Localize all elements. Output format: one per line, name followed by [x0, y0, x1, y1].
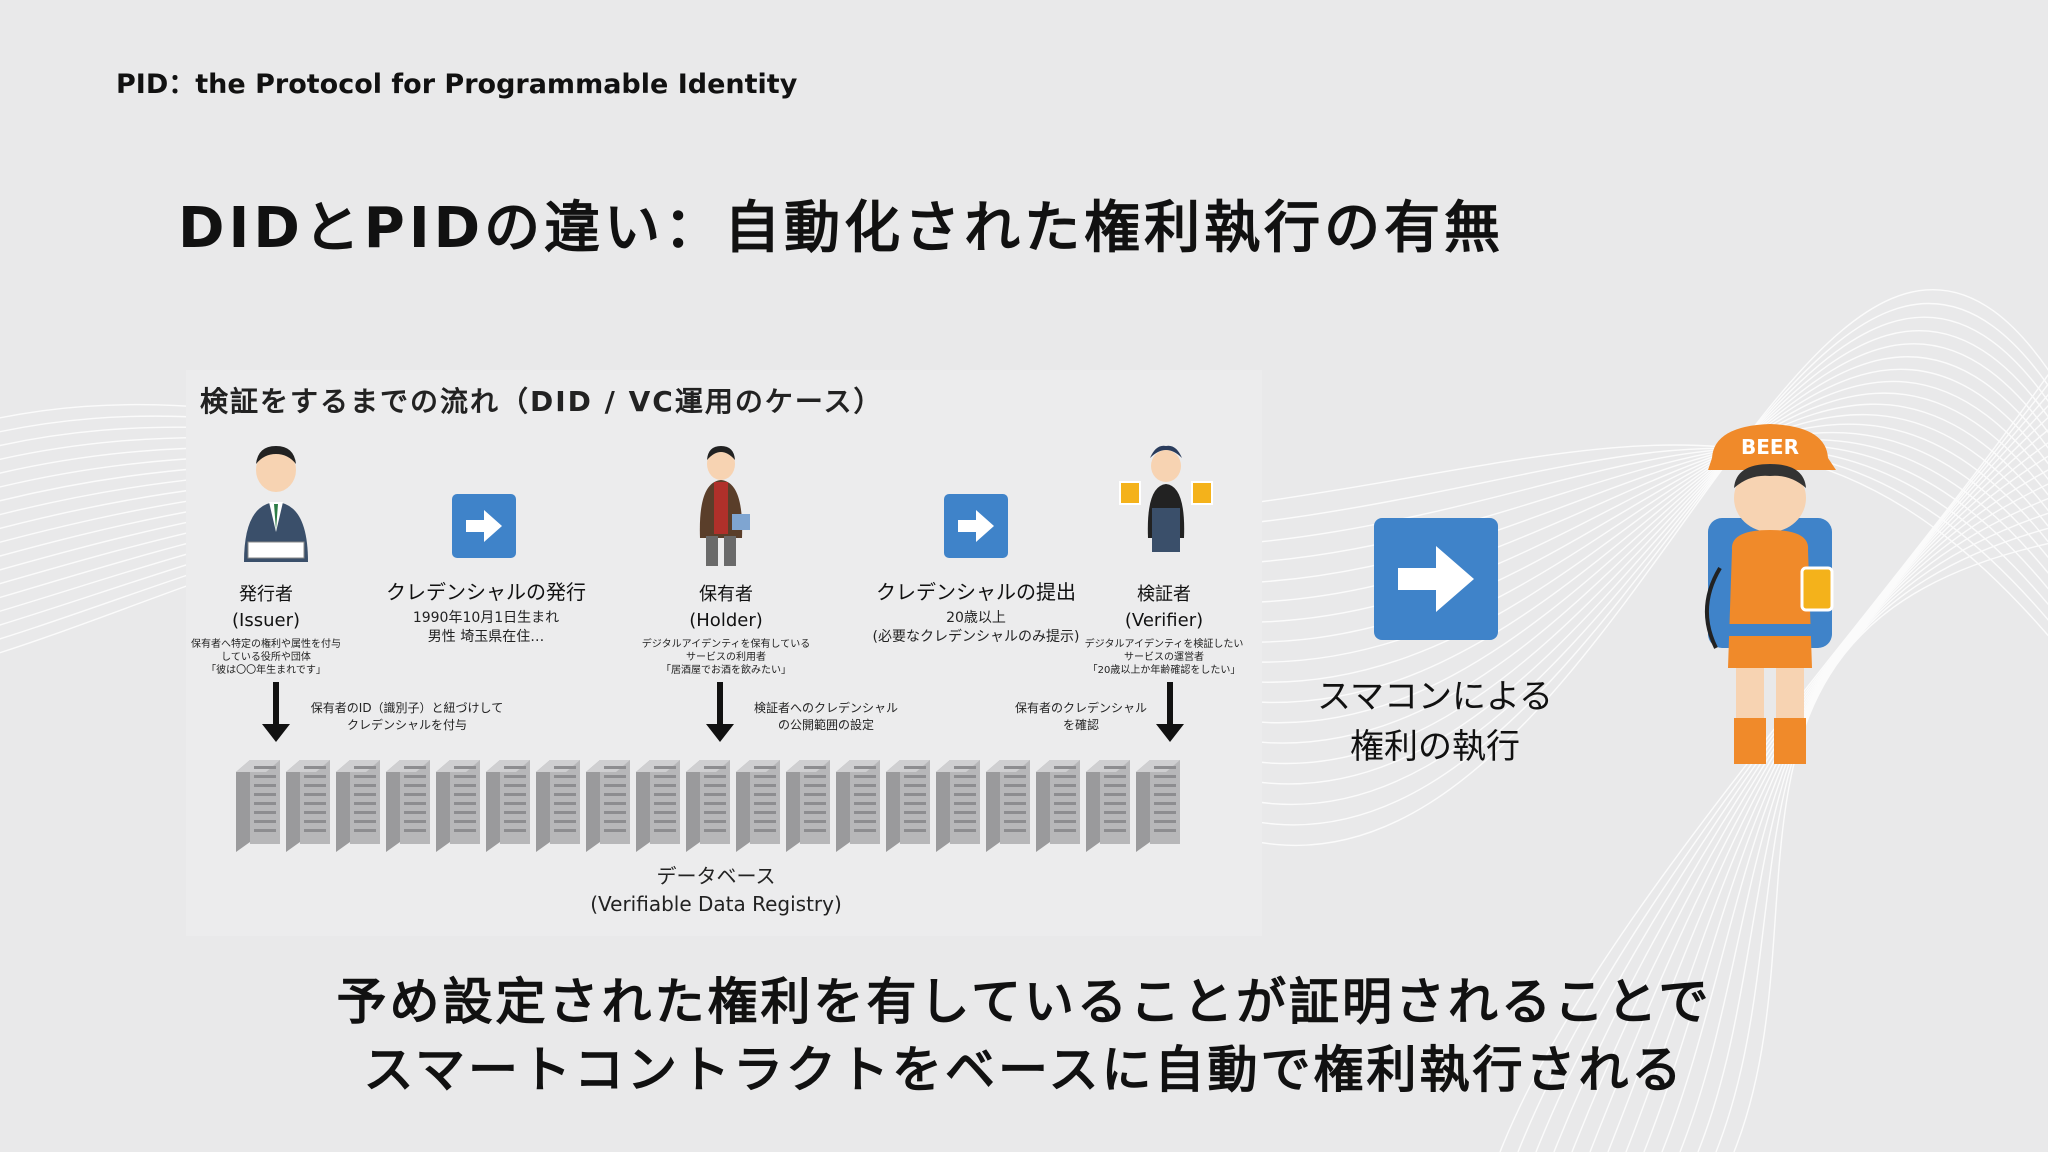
wave-line — [1535, 393, 2048, 1152]
wave-line — [1553, 405, 2048, 1152]
verifier-note-2: を確認 — [1062, 718, 1099, 732]
issue-flow-line-1: 1990年10月1日生まれ — [412, 610, 560, 626]
server-icon — [986, 760, 1030, 852]
issuer-down-arrow-icon — [262, 682, 290, 742]
issuer-name-en: (Issuer) — [232, 610, 300, 631]
wave-line — [1571, 416, 2048, 1152]
bottom-line-2: スマートコントラクトをベースに自動で権利執行される — [363, 1041, 1685, 1099]
wave-line — [1697, 512, 2048, 1152]
present-flow-label: クレデンシャルの提出 20歳以上 (必要なクレデンシャルのみ提示) — [856, 576, 1096, 647]
server-icon — [236, 760, 280, 852]
holder-name-en: (Holder) — [689, 610, 763, 631]
issue-flow-line-2: 男性 埼玉県在住… — [427, 629, 545, 645]
holder-label: 保有者 (Holder) デジタルアイデンティを保有している サービスの利用者 … — [626, 582, 826, 677]
holder-name: 保有者 — [699, 584, 753, 605]
bottom-summary: 予め設定された権利を有していることが証明されることで スマートコントラクトをベー… — [0, 968, 2048, 1104]
database-label-1: データベース — [656, 864, 776, 888]
issuer-label: 発行者 (Issuer) 保有者へ特定の権利や属性を付与 している役所や団体 「… — [170, 582, 362, 677]
wave-line — [1715, 527, 2048, 1152]
diagram-caption: 検証をするまでの流れ（DID / VC運用のケース） — [200, 385, 884, 418]
holder-note-1: 検証者へのクレデンシャル — [753, 701, 898, 715]
server-icon — [536, 760, 580, 852]
wave-line — [1679, 498, 2048, 1152]
bottom-line-1: 予め設定された権利を有していることが証明されることで — [336, 973, 1712, 1031]
present-flow-line-1: 20歳以上 — [946, 610, 1006, 626]
issuer-desc-2: している役所や団体 — [221, 652, 311, 663]
verifier-label: 検証者 (Verifier) デジタルアイデンティを検証したい サービスの運営者… — [1066, 582, 1262, 677]
issuer-note-1: 保有者のID（識別子）と紐づけして — [310, 701, 504, 715]
server-icon — [636, 760, 680, 852]
present-flow-title: クレデンシャルの提出 — [876, 580, 1076, 604]
did-flow-diagram: 検証をするまでの流れ（DID / VC運用のケース） 発行者 (Issuer) … — [186, 370, 1262, 936]
issue-arrow-icon — [452, 494, 516, 558]
holder-down-arrow-icon — [706, 682, 734, 742]
execution-arrow-icon — [1374, 518, 1498, 640]
server-icon — [386, 760, 430, 852]
issuer-note: 保有者のID（識別子）と紐づけして クレデンシャルを付与 — [292, 700, 522, 734]
wave-line — [1733, 543, 2048, 1152]
exec-line-1: スマコンによる — [1317, 677, 1553, 717]
database-label: データベース (Verifiable Data Registry) — [546, 862, 886, 918]
server-icon — [586, 760, 630, 852]
server-icon — [1136, 760, 1180, 852]
issuer-desc-3: 「彼は〇〇年生まれです」 — [206, 665, 326, 676]
issue-flow-title: クレデンシャルの発行 — [386, 580, 586, 604]
issuer-name: 発行者 — [239, 584, 293, 605]
verifier-name-en: (Verifier) — [1124, 610, 1204, 631]
header-title: PID：the Protocol for Programmable Identi… — [116, 69, 798, 100]
server-icon — [686, 760, 730, 852]
server-icon — [936, 760, 980, 852]
holder-desc-1: デジタルアイデンティを保有している — [641, 639, 811, 650]
issuer-note-2: クレデンシャルを付与 — [346, 718, 467, 732]
verifier-desc-2: サービスの運営者 — [1124, 652, 1204, 663]
present-arrow-icon — [944, 494, 1008, 558]
server-icon — [436, 760, 480, 852]
server-icon — [1086, 760, 1130, 852]
server-icon — [486, 760, 530, 852]
server-icon — [1036, 760, 1080, 852]
verifier-desc-1: デジタルアイデンティを検証したい — [1084, 639, 1244, 650]
verifier-desc-3: 「20歳以上か年齢確認をしたい」 — [1087, 665, 1241, 676]
verifier-down-arrow-icon — [1156, 682, 1184, 742]
verifier-note-1: 保有者のクレデンシャル — [1014, 701, 1147, 715]
verifier-illustration — [1119, 445, 1213, 552]
issuer-illustration — [244, 446, 308, 562]
holder-illustration — [699, 446, 750, 566]
server-icon — [786, 760, 830, 852]
server-icon — [886, 760, 930, 852]
smart-contract-execution-text: スマコンによる 権利の執行 — [1290, 672, 1580, 772]
database-servers-illustration — [236, 760, 1180, 852]
server-icon — [736, 760, 780, 852]
exec-line-2: 権利の執行 — [1350, 727, 1520, 767]
server-icon — [836, 760, 880, 852]
issue-flow-label: クレデンシャルの発行 1990年10月1日生まれ 男性 埼玉県在住… — [366, 576, 606, 647]
verifier-note: 保有者のクレデンシャル を確認 — [1006, 700, 1156, 734]
database-label-2: (Verifiable Data Registry) — [590, 892, 842, 916]
verifier-name: 検証者 — [1137, 584, 1191, 605]
beer-vendor-illustration: BEER — [1705, 424, 1836, 764]
holder-note-2: の公開範囲の設定 — [777, 718, 874, 732]
holder-desc-2: サービスの利用者 — [686, 652, 766, 663]
issuer-desc-1: 保有者へ特定の権利や属性を付与 — [191, 639, 341, 650]
server-icon — [286, 760, 330, 852]
server-icon — [336, 760, 380, 852]
page-title: DIDとPIDの違い：自動化された権利執行の有無 — [178, 196, 1505, 261]
wave-line — [1661, 483, 2048, 1152]
cap-text: BEER — [1741, 435, 1799, 459]
wave-line — [1589, 429, 2048, 1152]
present-flow-line-2: (必要なクレデンシャルのみ提示) — [872, 629, 1080, 645]
holder-note: 検証者へのクレデンシャル の公開範囲の設定 — [736, 700, 916, 734]
holder-desc-3: 「居酒屋でお酒を飲みたい」 — [661, 665, 791, 676]
